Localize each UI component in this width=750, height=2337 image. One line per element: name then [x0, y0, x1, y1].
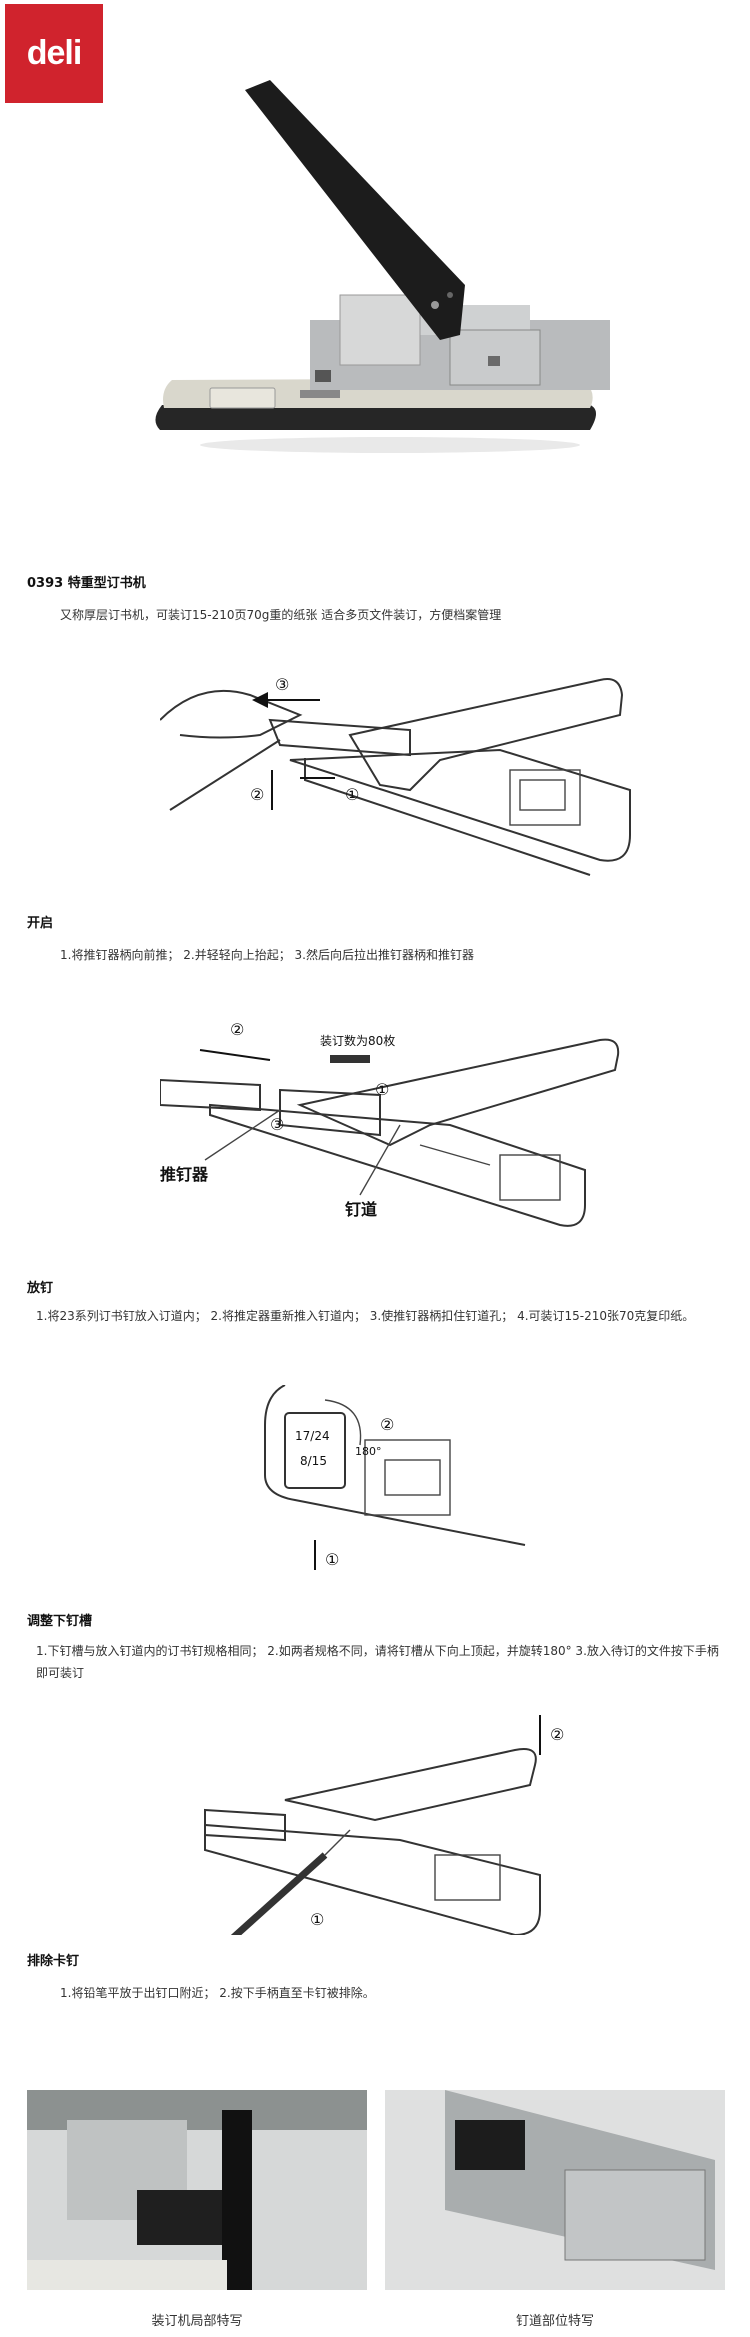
label-staple-count: 装订数为80枚	[320, 1033, 395, 1048]
deli-logo: deli	[5, 4, 103, 103]
label-staple-channel: 钉道	[345, 1200, 377, 1219]
label-180: 180°	[355, 1445, 382, 1458]
anvil-label-a: 17/24	[295, 1429, 330, 1443]
diagram-adjust-anvil: 17/24 8/15 ② 180° ①	[264, 1385, 526, 1570]
section-heading-load: 放钉	[27, 1281, 54, 1296]
section-text-clear: 1.将铅笔平放于出钉口附近； 2.按下手柄直至卡钉被排除。	[60, 1986, 375, 2000]
stapler-hero-image	[155, 80, 610, 453]
section-heading-open: 开启	[27, 916, 54, 931]
photo-caption-stapler: 装订机局部特写	[151, 2314, 243, 2329]
section-heading-clear: 排除卡钉	[27, 1954, 80, 1969]
section-heading-adjust: 调整下钉槽	[27, 1614, 93, 1629]
callout-1: ①	[375, 1080, 389, 1099]
section-text-adjust: 1.下钉槽与放入钉道内的订书钉规格相同； 2.如两者规格不同，请将钉槽从下向上顶…	[36, 1644, 719, 1680]
label-pusher: 推钉器	[160, 1165, 209, 1184]
callout-2: ②	[380, 1415, 394, 1434]
diagram-load-staples: ② 装订数为80枚 ① ③ 推钉器 钉道	[160, 1020, 620, 1227]
diagram-open: ③ ② ①	[160, 675, 631, 876]
diagram-clear-jam: ② ①	[204, 1715, 564, 1935]
photo-caption-channel: 钉道部位特写	[515, 2314, 594, 2329]
section-text-load: 1.将23系列订书钉放入订道内； 2.将推定器重新推入钉道内； 3.使推钉器柄扣…	[36, 1309, 695, 1323]
anvil-label-b: 8/15	[300, 1454, 327, 1468]
callout-2: ②	[550, 1725, 564, 1744]
callout-3: ③	[275, 675, 289, 694]
callout-1: ①	[310, 1910, 324, 1929]
photo-channel-closeup	[385, 2090, 725, 2290]
callout-1: ①	[345, 785, 359, 804]
callout-2: ②	[230, 1020, 244, 1039]
callout-1: ①	[325, 1550, 339, 1569]
product-title: 0393 特重型订书机	[27, 576, 146, 591]
section-text-open: 1.将推钉器柄向前推； 2.并轻轻向上抬起； 3.然后向后拉出推钉器柄和推钉器	[60, 948, 474, 962]
callout-2: ②	[250, 785, 264, 804]
callout-3: ③	[270, 1115, 284, 1134]
photo-stapler-closeup	[27, 2090, 367, 2290]
product-description: 又称厚层订书机，可装订15-210页70g重的纸张 适合多页文件装订，方便档案管…	[60, 608, 502, 622]
